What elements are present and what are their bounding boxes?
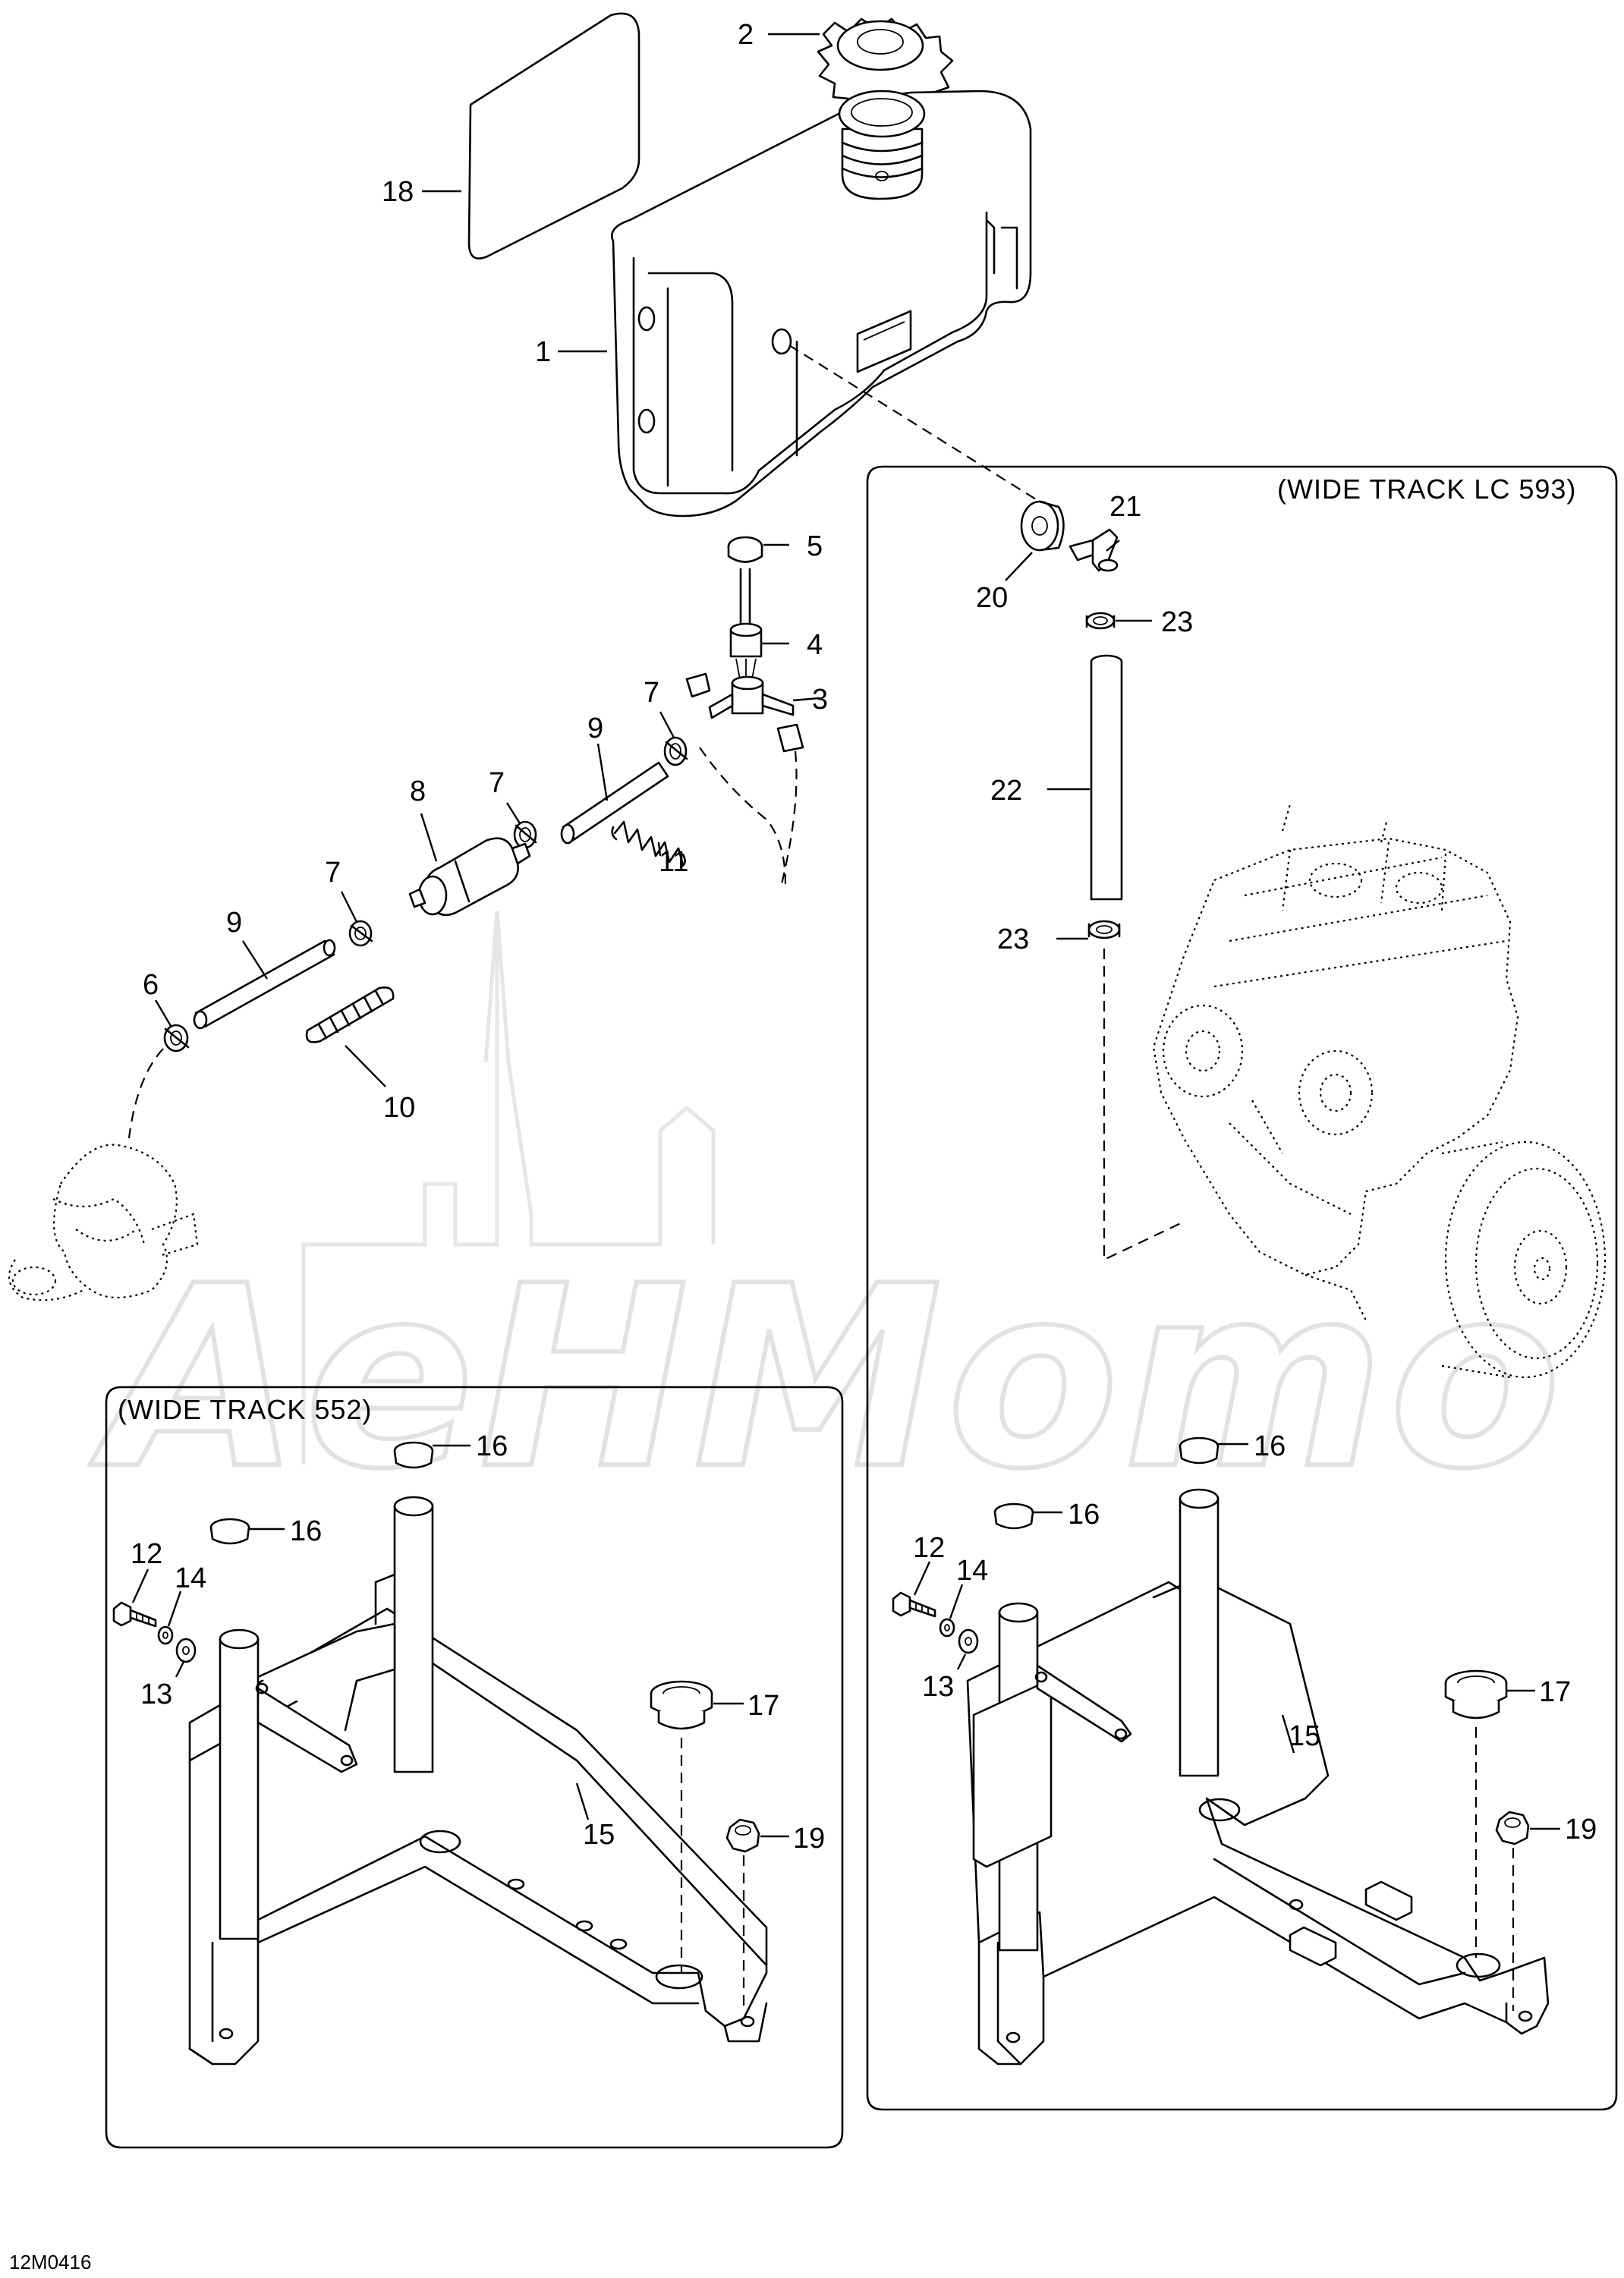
callout-6: 6 xyxy=(143,969,159,1001)
callout-16a: 16 xyxy=(476,1430,508,1462)
callout-20: 20 xyxy=(976,582,1008,614)
part-23-clamp-b xyxy=(1087,920,1121,939)
part-21-elbow-fitting xyxy=(1069,528,1119,572)
part-12-bolt-552 xyxy=(112,1601,157,1628)
callout-7a: 7 xyxy=(644,677,659,709)
callout-9b: 9 xyxy=(226,907,242,939)
callout-10: 10 xyxy=(383,1092,415,1124)
callout-9a: 9 xyxy=(587,713,603,744)
part-17-grommet-593 xyxy=(1444,1669,1508,1720)
callout-7b: 7 xyxy=(489,767,505,799)
callout-17b: 17 xyxy=(1539,1676,1571,1708)
part-22-hose xyxy=(1090,654,1123,901)
callout-22: 22 xyxy=(990,775,1022,807)
part-14-lockwasher-593 xyxy=(939,1618,955,1638)
part-15-bracket-593 xyxy=(966,1488,1550,2066)
panel-title-552: (WIDE TRACK 552) xyxy=(118,1394,372,1425)
part-15-bracket-552 xyxy=(188,1496,768,2066)
part-6-clamp xyxy=(163,1024,190,1052)
part-16-plug-593-a xyxy=(1179,1436,1220,1465)
callout-19b: 19 xyxy=(1565,1814,1597,1845)
part-16-plug-552-b xyxy=(209,1518,250,1545)
callout-12a: 12 xyxy=(131,1538,162,1570)
callout-13a: 13 xyxy=(140,1679,172,1710)
panel-title-593: (WIDE TRACK LC 593) xyxy=(1277,474,1576,505)
part-23-clamp-a xyxy=(1085,612,1116,630)
callout-15b: 15 xyxy=(1289,1720,1320,1752)
svg-text:AeHMomo: AeHMomo xyxy=(87,1232,1566,1524)
callout-5: 5 xyxy=(807,530,823,562)
callout-15a: 15 xyxy=(583,1819,615,1851)
callouts: 2 18 1 5 4 3 7 9 11 7 8 7 9 10 6 21 20 2… xyxy=(131,19,1597,1855)
oil-pump-reference xyxy=(8,1144,199,1301)
part-17-grommet-552 xyxy=(650,1680,713,1730)
callout-23a: 23 xyxy=(1161,606,1193,638)
watermark: AeHMomo xyxy=(84,910,1566,1526)
callout-17a: 17 xyxy=(747,1690,779,1722)
panel-wide-track-lc-593: (WIDE TRACK LC 593) xyxy=(866,465,1618,2111)
part-14-lockwasher-552 xyxy=(157,1625,174,1645)
part-5-grommet xyxy=(727,536,763,563)
part-16-plug-552-a xyxy=(393,1441,434,1469)
part-4-strainer xyxy=(729,568,763,680)
part-11-spring xyxy=(611,820,686,868)
callout-16d: 16 xyxy=(1068,1499,1100,1531)
callout-2: 2 xyxy=(738,19,754,51)
callout-11: 11 xyxy=(659,846,688,878)
part-19-nut-552 xyxy=(725,1818,760,1853)
part-13-washer-593 xyxy=(958,1628,979,1654)
callout-8: 8 xyxy=(410,776,426,807)
part-7-clamp-a xyxy=(663,736,688,766)
callout-3: 3 xyxy=(812,684,828,716)
callout-4: 4 xyxy=(807,629,823,661)
callout-7c: 7 xyxy=(325,857,341,889)
part-2-tank-cap xyxy=(817,17,954,117)
part-3-tee-fitting xyxy=(685,672,804,753)
part-13-washer-552 xyxy=(175,1638,197,1663)
part-18-decal xyxy=(467,12,640,260)
callout-13b: 13 xyxy=(922,1671,954,1703)
part-1-oil-tank xyxy=(611,90,1032,518)
engine-reference xyxy=(1152,804,1607,1379)
part-9-hose-b xyxy=(193,939,336,1030)
part-8-inline-filter xyxy=(408,837,531,916)
drawing-reference: 12M0416 xyxy=(9,2251,91,2273)
callout-1: 1 xyxy=(535,336,551,368)
callout-14a: 14 xyxy=(175,1562,206,1594)
leader-lines xyxy=(131,33,1560,1838)
callout-16c: 16 xyxy=(1254,1430,1286,1462)
part-9-hose-a xyxy=(560,761,669,845)
panel-wide-track-552: (WIDE TRACK 552) xyxy=(105,1386,844,2149)
callout-12b: 12 xyxy=(913,1532,945,1564)
part-19-nut-593 xyxy=(1495,1811,1530,1845)
callout-14b: 14 xyxy=(956,1555,988,1587)
part-12-bolt-593 xyxy=(892,1591,936,1618)
callout-23b: 23 xyxy=(997,923,1029,955)
callout-18: 18 xyxy=(382,176,414,208)
part-7-clamp-c xyxy=(348,920,373,947)
part-20-grommet xyxy=(1020,500,1065,552)
part-10-spring xyxy=(305,986,395,1043)
part-16-plug-593-b xyxy=(993,1502,1034,1530)
callout-21: 21 xyxy=(1109,491,1141,523)
callout-19a: 19 xyxy=(793,1823,825,1855)
callout-16b: 16 xyxy=(290,1515,322,1547)
